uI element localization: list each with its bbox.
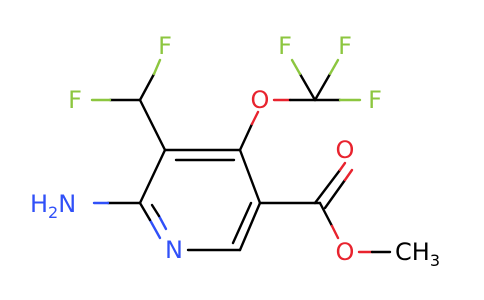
bond-c-o-carbonyl (313, 168, 342, 205)
bond-cf3-f4-f (328, 58, 340, 76)
bond-cf-f1 (138, 72, 156, 102)
methyl-label: CH3 (395, 238, 440, 270)
atom-n-ring: N (165, 236, 183, 264)
trifluoromethoxy-group: O F F F (238, 32, 382, 152)
bond-c2-c3 (138, 148, 167, 205)
methyl-h: H (412, 238, 430, 266)
bond-cf3-f4 (313, 72, 332, 102)
atom-f4: F (338, 32, 352, 60)
atom-f3: F (278, 32, 292, 60)
amino-n: N (58, 190, 76, 218)
bond-c5-c6 (238, 201, 262, 252)
methyl-h-count: 3 (430, 251, 440, 270)
methyl-ester-group: O O CH3 (258, 136, 440, 270)
bond-cf3-f3 (298, 72, 317, 102)
atom-o-ether: O (251, 86, 270, 114)
difluoromethyl-group: F F (68, 32, 172, 152)
bond-c-o-carbonyl-o (338, 161, 347, 172)
atom-f5: F (368, 86, 382, 114)
bond-n1-c2-inner (150, 203, 161, 218)
atom-f2: F (68, 86, 82, 114)
bond-cf3-f3-f (290, 58, 302, 76)
bond-c-o-ester-o (330, 224, 340, 240)
amino-h-count: 2 (48, 203, 58, 222)
bond-c4-o (238, 122, 254, 152)
bond-c-o-carbonyl-2-o (343, 168, 354, 182)
bond-c4-o-o (250, 110, 260, 126)
amino-group: H2N (30, 190, 142, 222)
amino-label: H2N (30, 190, 76, 222)
bond-c4-c5 (238, 148, 262, 205)
atom-o-ester: O (336, 238, 355, 266)
bond-n1-c2 (138, 201, 152, 222)
atom-f1: F (158, 32, 172, 60)
bond-n1-c2-n (148, 218, 162, 240)
atom-o-carbonyl: O (336, 136, 355, 164)
bond-n1-c2-inner-n (157, 214, 168, 231)
amino-h: H (30, 190, 48, 218)
pyridine-ring (138, 148, 262, 252)
bond-c-o-carbonyl-2 (323, 178, 347, 210)
bond-c3-cf (138, 98, 167, 152)
bond-cf-f1-f (152, 58, 162, 76)
methyl-c: C (395, 238, 412, 266)
bond-c5-c6-inner (231, 201, 253, 245)
bond-c-o-ester (318, 201, 334, 228)
